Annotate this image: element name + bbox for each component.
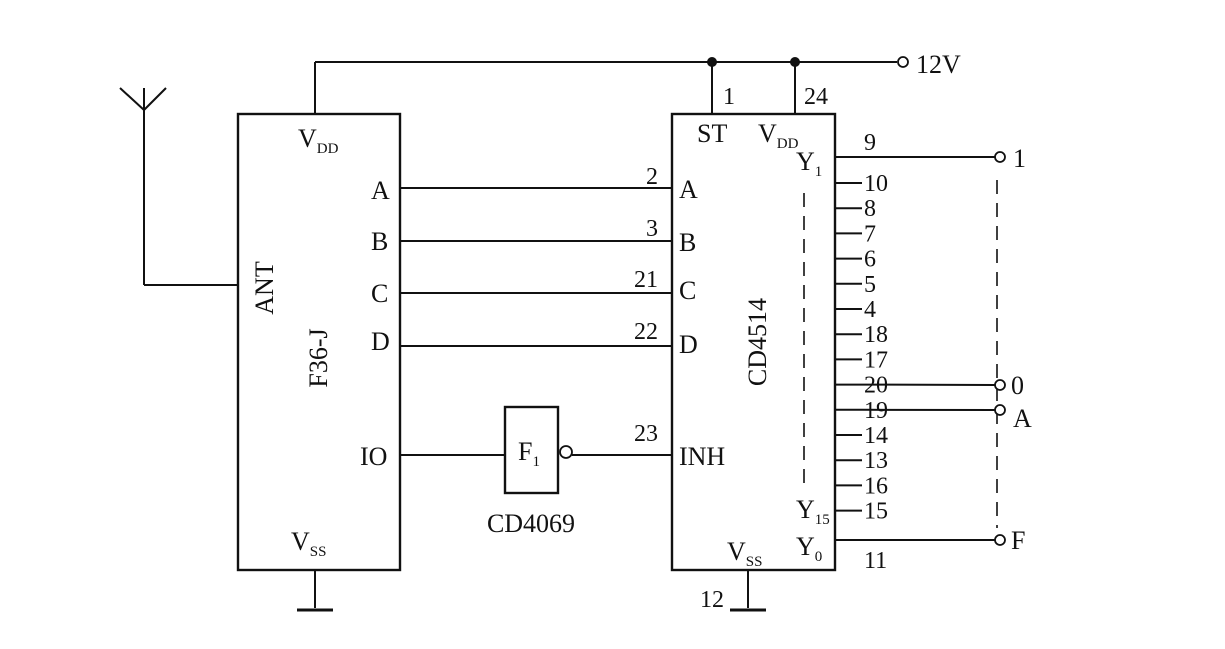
receiver-module: VDD VSS ANT F36-J A B C D IO (236, 112, 402, 612)
receiver-pin-io: IO (360, 442, 387, 471)
receiver-ant-label: ANT (250, 261, 279, 315)
output-pin-number: 13 (864, 448, 888, 474)
output-pin-number: 16 (864, 473, 888, 499)
decoder-pin-number-vdd: 24 (804, 84, 828, 110)
output-pin-number: 11 (864, 548, 887, 574)
decoder-y1-label: Y1 (796, 147, 822, 180)
decoder-vss-pin-number: 12 (700, 587, 724, 613)
decoder-input-number: 22 (634, 319, 658, 345)
supply-terminal (897, 56, 909, 68)
decoder-vss-label: VSS (727, 537, 762, 570)
supply-rail: 12V (314, 50, 961, 114)
output-pin-number: 10 (864, 171, 888, 197)
output-pin-number: 8 (864, 196, 876, 222)
terminal-0 (994, 379, 1006, 391)
output-pin-number: 4 (864, 297, 876, 323)
output-pin-number: 15 (864, 499, 888, 525)
terminal-label-1: 1 (1013, 144, 1026, 173)
decoder-input-number: 21 (634, 267, 658, 293)
decoder-input-number: 23 (634, 421, 658, 447)
decoder-input-label-inh: INH (679, 442, 725, 471)
receiver-body (236, 112, 402, 572)
decoder-input-label-b: B (679, 228, 696, 257)
output-pin-number: 5 (864, 272, 876, 298)
inverter-part-number: CD4069 (487, 509, 575, 538)
decoder-y0-label: Y0 (796, 532, 822, 565)
inverter-body (503, 405, 560, 495)
decoder-y15-label: Y15 (796, 495, 830, 528)
decoder-pin-number-st: 1 (723, 84, 735, 110)
junction-dot (707, 57, 717, 67)
receiver-pin-c: C (371, 279, 388, 308)
output-pin-number: 17 (864, 347, 888, 373)
data-bus (400, 187, 672, 347)
output-pin-number: 14 (864, 423, 888, 449)
terminal-label-0: 0 (1011, 371, 1024, 400)
junction-dot (790, 57, 800, 67)
decoder-input-number: 3 (646, 216, 658, 242)
receiver-pin-b: B (371, 227, 388, 256)
terminal-label-a: A (1013, 404, 1032, 433)
inverter-bubble (559, 445, 573, 459)
decoder-input-label-a: A (679, 175, 698, 204)
output-pin-number: 18 (864, 322, 888, 348)
decoder-name: CD4514 (743, 298, 772, 386)
receiver-pin-d: D (371, 327, 390, 356)
receiver-vdd-label: VDD (298, 124, 339, 157)
decoder-chip: 1 24 ST VDD CD4514 2 3 21 22 23 A B C D … (634, 84, 837, 613)
supply-label: 12V (916, 50, 961, 79)
terminal-a (994, 404, 1006, 416)
terminal-f (994, 534, 1006, 546)
output-pin-number: 6 (864, 247, 876, 273)
antenna-symbol (119, 87, 238, 286)
decoder-body (670, 112, 837, 572)
decoder-input-label-d: D (679, 330, 698, 359)
output-pin-number: 9 (864, 130, 876, 156)
receiver-name: F36-J (304, 328, 333, 387)
decoder-vdd-label: VDD (758, 119, 799, 152)
decoder-input-number: 2 (646, 164, 658, 190)
output-terminals: 1 0 A F (994, 144, 1032, 555)
inverter-label: F1 (518, 437, 540, 470)
receiver-pin-a: A (371, 176, 390, 205)
decoder-st-label: ST (697, 119, 727, 148)
inverter-gate: F1 CD4069 (400, 405, 672, 538)
decoder-input-label-c: C (679, 276, 696, 305)
terminal-1 (994, 151, 1006, 163)
output-pin-number: 7 (864, 221, 876, 247)
receiver-vss-label: VSS (291, 527, 326, 560)
terminal-label-f: F (1011, 526, 1025, 555)
